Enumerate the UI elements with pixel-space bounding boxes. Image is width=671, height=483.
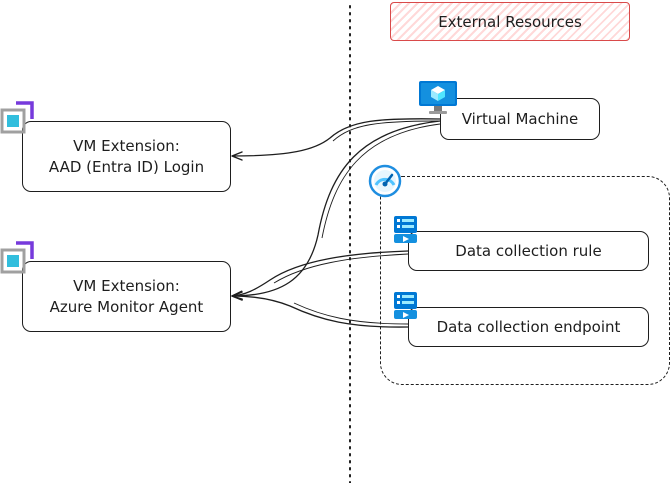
monitor-resource-group [380, 176, 670, 385]
azure-vm-icon [419, 81, 457, 114]
virtual-machine-label: Virtual Machine [461, 109, 579, 128]
data-collection-rule-label: Data collection rule [455, 241, 602, 260]
edge-vm-to-ama-extension [231, 120, 441, 301]
edge-dce-to-ama-extension [231, 291, 409, 328]
data-collection-endpoint-label: Data collection endpoint [436, 317, 621, 336]
data-collection-rule-icon [394, 216, 417, 243]
data-collection-endpoint-node[interactable]: Data collection endpoint [408, 307, 649, 347]
external-resources-label: External Resources [390, 2, 630, 41]
vm-extension-icon [0, 101, 34, 134]
vm-extension-ama-name: Azure Monitor Agent [49, 297, 204, 316]
vm-extension-icon [0, 241, 34, 274]
vm-extension-aad-node[interactable]: VM Extension: AAD (Entra ID) Login [22, 121, 231, 192]
data-collection-rule-node[interactable]: Data collection rule [408, 231, 649, 271]
edge-vm-to-aad-extension [231, 118, 441, 161]
data-collection-endpoint-icon [394, 292, 417, 319]
edge-dcr-to-ama-extension [231, 250, 409, 300]
azure-monitor-gauge-icon [368, 164, 402, 198]
vm-extension-aad-name: AAD (Entra ID) Login [48, 157, 205, 176]
vm-extension-aad-title: VM Extension: [73, 136, 180, 155]
external-resources-text: External Resources [438, 12, 582, 31]
vm-extension-ama-node[interactable]: VM Extension: Azure Monitor Agent [22, 261, 231, 332]
vm-extension-ama-title: VM Extension: [73, 276, 180, 295]
virtual-machine-node[interactable]: Virtual Machine [440, 98, 600, 140]
